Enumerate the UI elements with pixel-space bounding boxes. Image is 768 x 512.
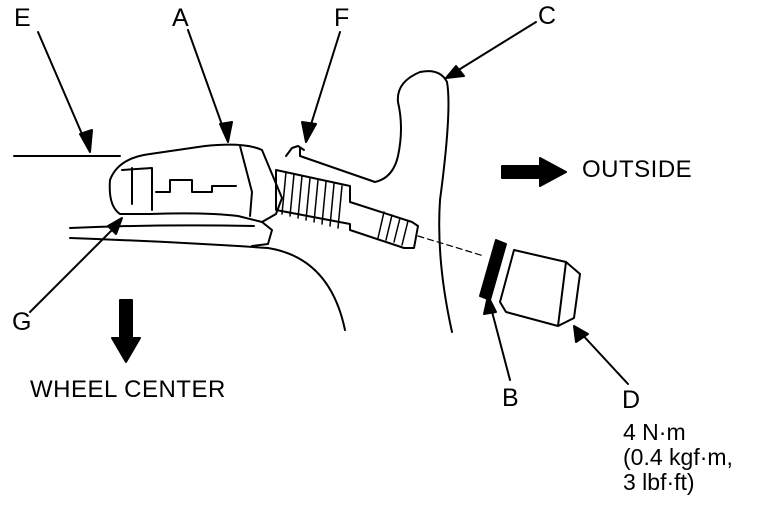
- torque-spec-line2: (0.4 kgf·m,: [623, 444, 733, 470]
- leader-a: [187, 29, 227, 137]
- leader-c-head: [445, 65, 465, 79]
- label-a: A: [172, 4, 189, 32]
- leader-e-head: [79, 129, 93, 153]
- leader-d: [577, 329, 629, 385]
- leader-e: [37, 31, 89, 149]
- stem-collar: [285, 145, 305, 157]
- valve-stem: [275, 169, 419, 249]
- label-b: B: [502, 384, 519, 412]
- rim-well-line: [69, 237, 346, 331]
- leader-a-head: [219, 121, 233, 143]
- sensor-edge: [239, 145, 253, 217]
- torque-spec: 4 N·m (0.4 kgf·m, 3 lbf·ft): [623, 420, 733, 495]
- torque-spec-line3: 3 lbf·ft): [623, 469, 695, 495]
- wheel-center-arrow: [111, 299, 141, 363]
- outside-label: OUTSIDE: [582, 156, 693, 183]
- leader-b-head: [483, 295, 497, 315]
- rim-flange: [299, 70, 453, 333]
- sensor-body: [108, 143, 283, 223]
- rim-inner-line: [69, 224, 255, 229]
- torque-spec-line1: 4 N·m: [623, 419, 686, 445]
- nut: [499, 249, 581, 327]
- wheel-center-label: WHEEL CENTER: [30, 376, 226, 403]
- outside-arrow: [501, 157, 567, 187]
- stem-threads: [281, 171, 409, 246]
- axis-line: [417, 235, 485, 257]
- leader-f: [307, 31, 341, 135]
- leader-f-head: [301, 121, 317, 143]
- leader-g: [29, 223, 119, 313]
- leader-c: [451, 21, 537, 75]
- sensor-face-inner: [121, 167, 153, 211]
- label-e: E: [14, 4, 31, 32]
- label-f: F: [334, 4, 350, 32]
- sensor-step: [155, 179, 237, 193]
- valve-seat: [251, 221, 273, 247]
- label-c: C: [538, 2, 557, 30]
- leader-b: [489, 303, 511, 381]
- label-g: G: [12, 308, 32, 336]
- leader-g-head: [107, 217, 123, 235]
- label-d: D: [622, 386, 641, 414]
- leader-d-head: [573, 325, 589, 343]
